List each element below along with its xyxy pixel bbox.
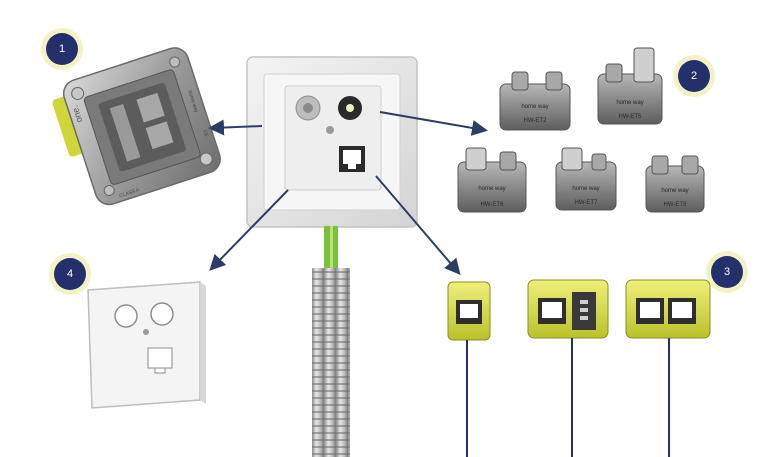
module-logo-4: home way [572, 186, 599, 192]
module-logo-1: home way [521, 104, 548, 110]
module-label-1: HW-ET2 [524, 118, 548, 124]
module-label-2: HW-ET5 [619, 114, 643, 120]
arrow-to-cover-plate [209, 189, 289, 271]
module-label-3: HW-ET6 [481, 202, 505, 208]
badge-4-label: 4 [67, 268, 73, 280]
insert-frame-mark: CE [201, 129, 209, 138]
badge-2: 2 [673, 55, 715, 97]
module-logo-5: home way [661, 188, 688, 194]
insert-frame-icon: one. home way CE CLASS A [52, 47, 221, 206]
badge-1: 1 [41, 28, 83, 70]
module-label-5: HW-ET8 [664, 202, 688, 208]
wall-socket-icon [246, 56, 418, 228]
coax-module-icon: home way HW-ET7 [555, 147, 617, 211]
coax-module-icon: home way HW-ET8 [645, 155, 705, 213]
module-logo-2: home way [616, 100, 643, 106]
conduit-icon [312, 226, 350, 457]
rj45-keystone-icon [625, 279, 711, 457]
coax-module-icon: home way HW-ET6 [457, 147, 527, 213]
badge-3-label: 3 [724, 266, 730, 278]
rj45-keystone-icon [447, 281, 491, 457]
badge-2-label: 2 [691, 70, 697, 82]
badge-1-label: 1 [59, 43, 65, 55]
arrow-to-insert-frame [208, 119, 263, 136]
arrow-to-coax-modules [379, 111, 488, 136]
module-label-4: HW-ET7 [575, 200, 599, 206]
rj45-keystone-icon [527, 279, 609, 457]
badge-3: 3 [706, 251, 748, 293]
connector-arrows [208, 111, 488, 276]
module-logo-3: home way [478, 186, 505, 192]
arrow-to-keystone [375, 175, 461, 276]
cover-plate-icon [87, 281, 206, 409]
badge-4: 4 [49, 253, 91, 295]
coax-module-icon: home way HW-ET5 [597, 47, 663, 125]
coax-module-icon: home way HW-ET2 [499, 71, 571, 131]
